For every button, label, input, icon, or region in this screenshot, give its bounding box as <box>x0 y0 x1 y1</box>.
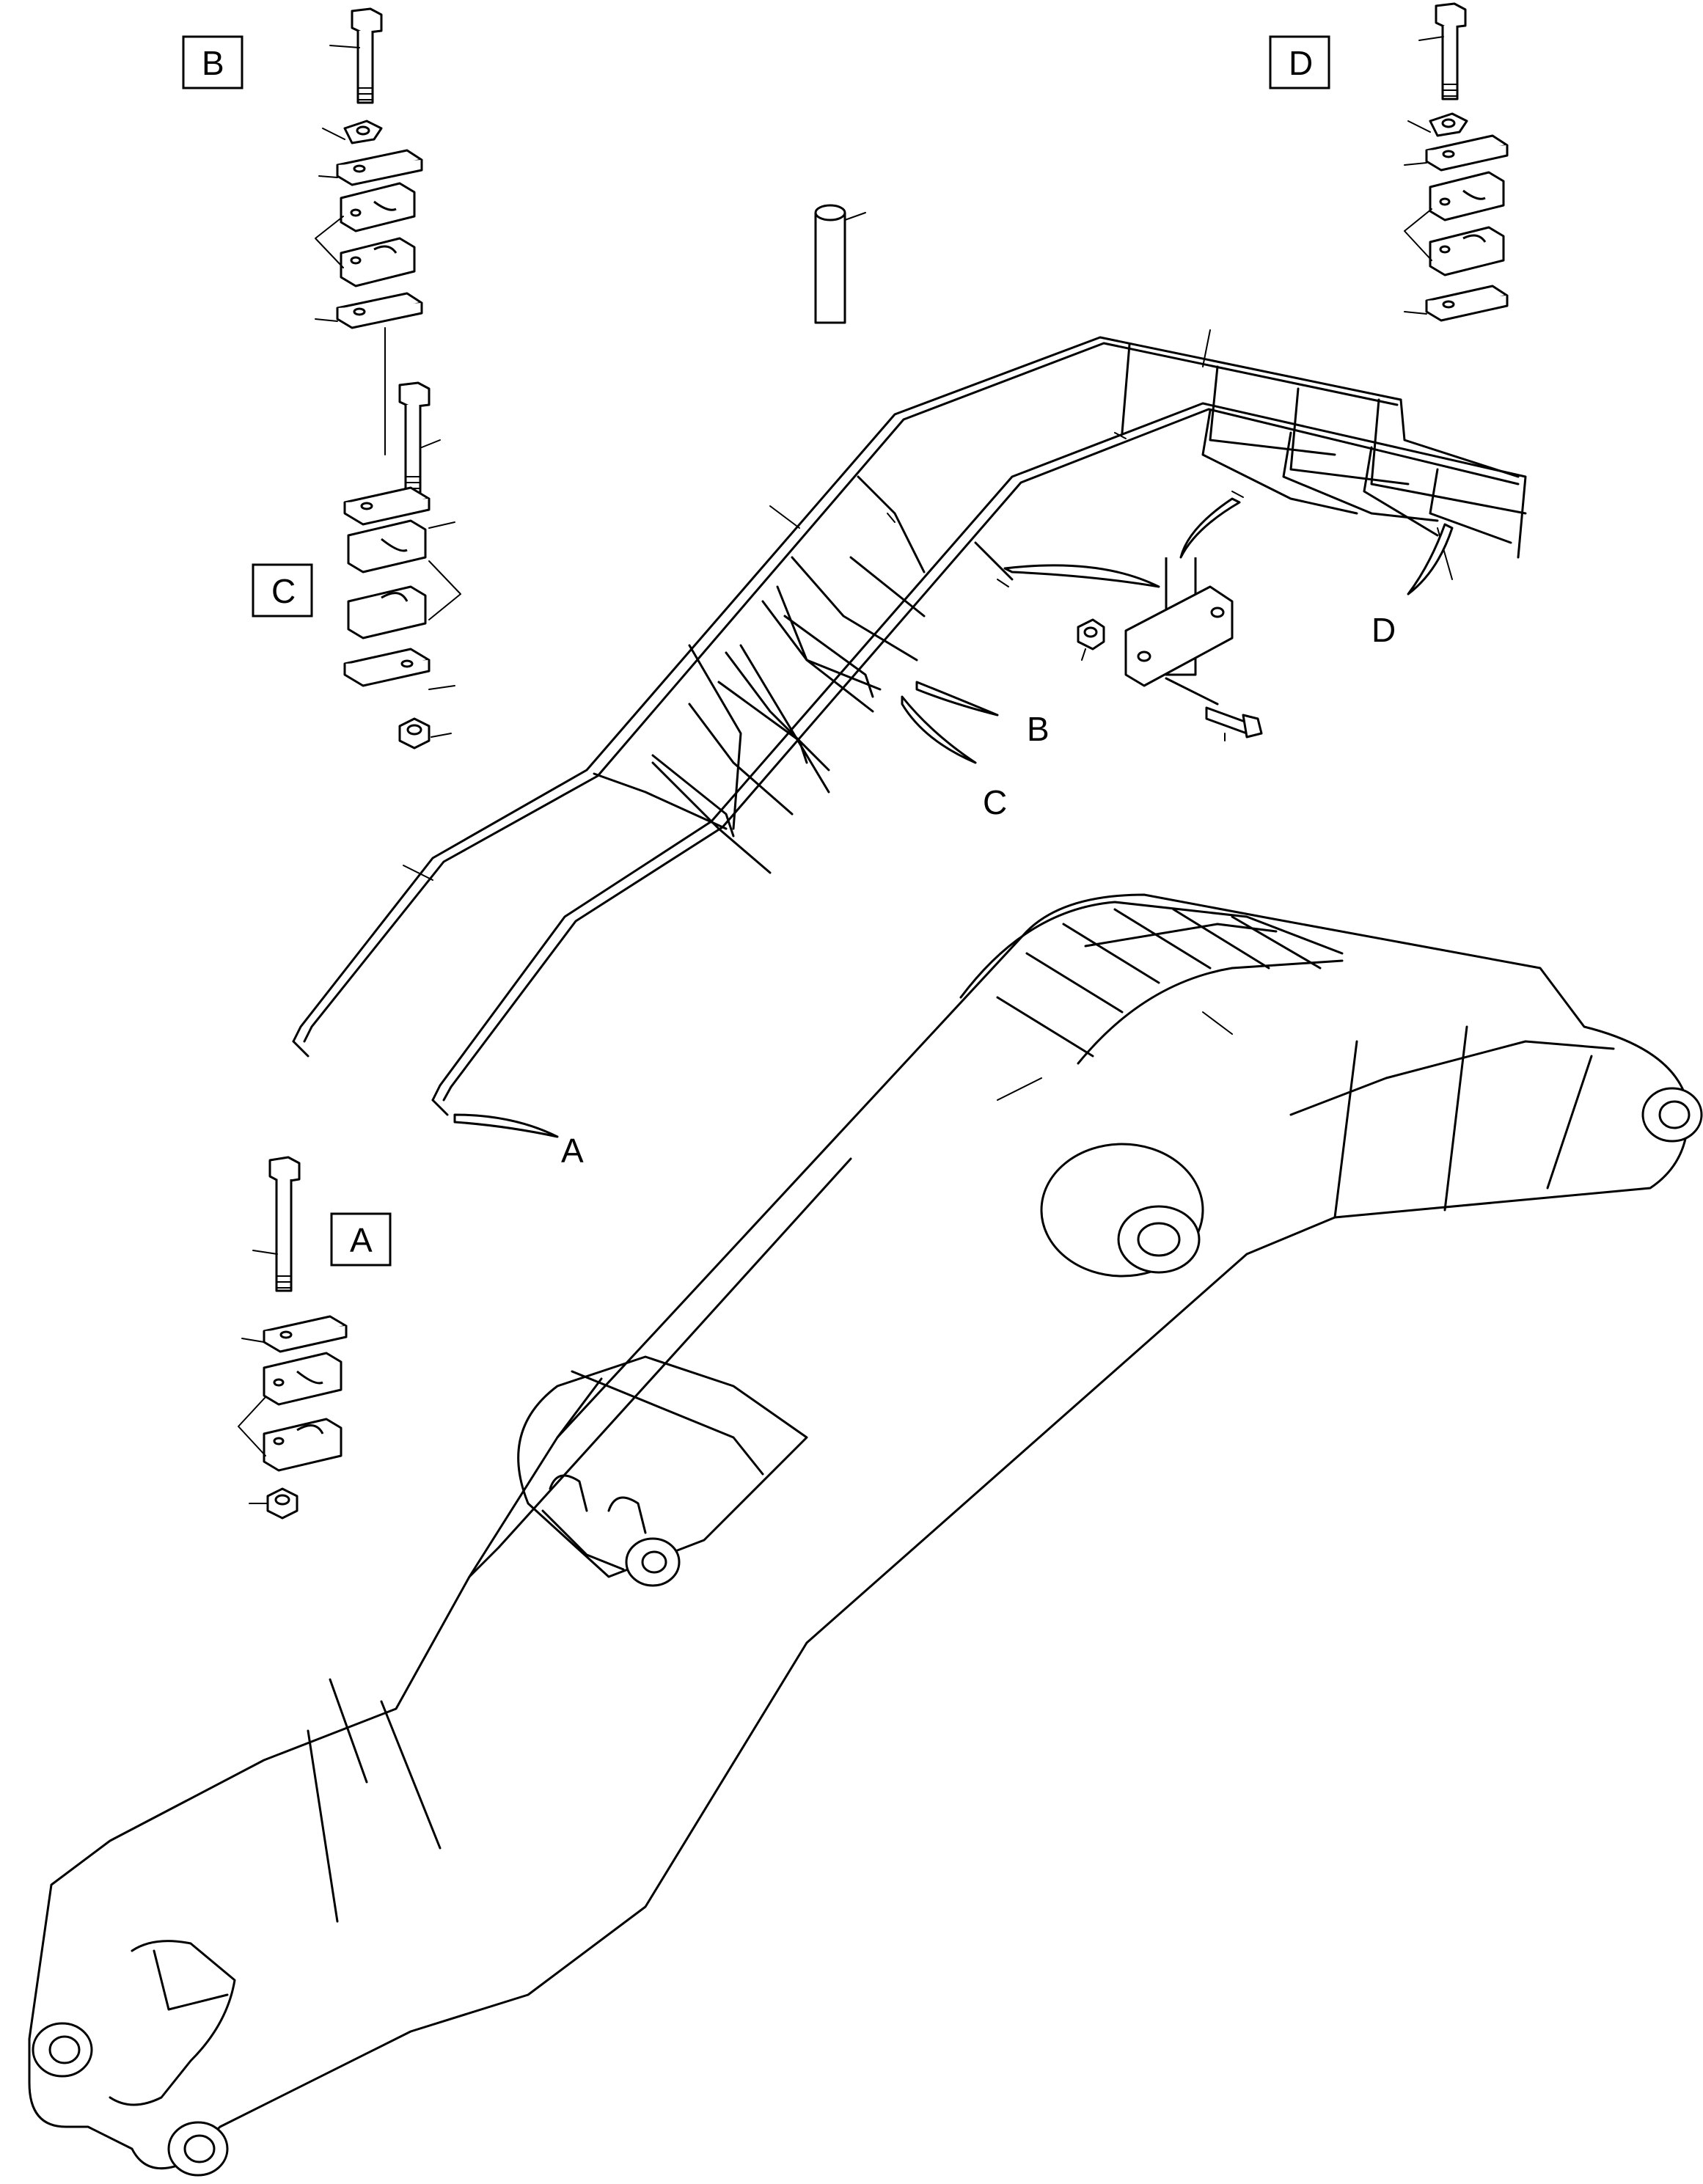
arrow-label-b: B <box>1027 710 1050 748</box>
arrow-label-a: A <box>561 1132 584 1170</box>
detail-label-c: C <box>271 572 296 610</box>
detail-b-clamp: B <box>182 7 423 455</box>
detail-a-clamp: A <box>238 1156 392 1520</box>
detail-label-a: A <box>350 1221 373 1259</box>
wire-guard-rail <box>292 329 1527 1116</box>
detail-d-clamp: D <box>1269 2 1509 322</box>
arrow-label-c: C <box>983 783 1007 821</box>
detail-label-d: D <box>1289 44 1313 82</box>
vertical-post <box>814 204 866 324</box>
detail-label-b: B <box>202 44 224 82</box>
arrow-label-d: D <box>1371 611 1396 649</box>
post-mount-assembly <box>1003 497 1263 741</box>
detail-c-clamp: C <box>252 381 461 750</box>
detail-arrows <box>453 523 1454 1138</box>
boom-arm <box>28 893 1703 2177</box>
